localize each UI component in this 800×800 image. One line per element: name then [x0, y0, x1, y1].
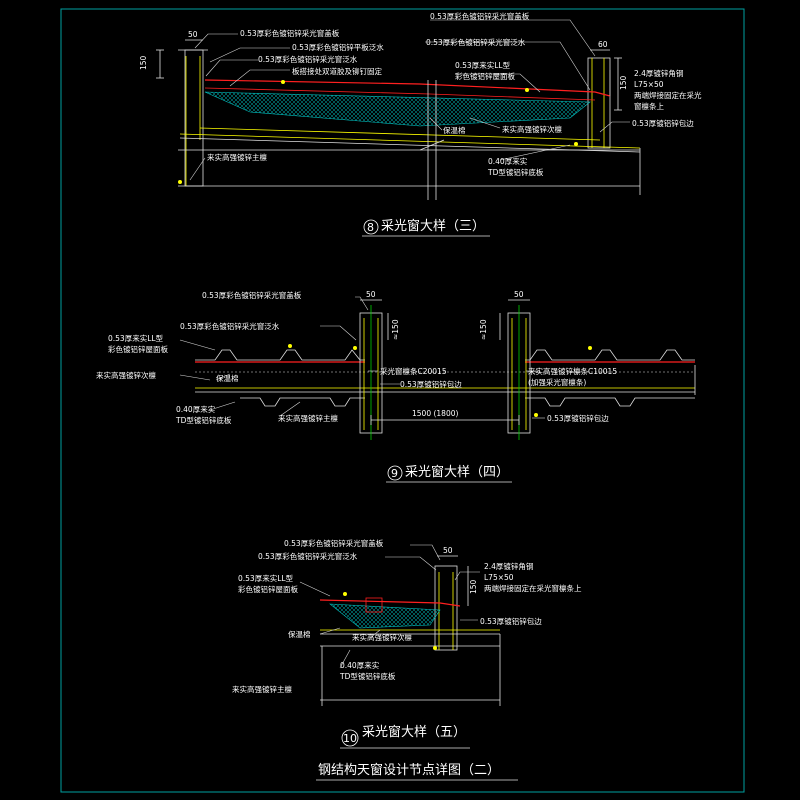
d9-roof-panel-right [525, 349, 695, 361]
d9-label-flash: 0.53厚彩色镀铝锌采光窗泛水 [180, 321, 280, 331]
d8-label-edge-trim: 0.53厚镀铝锌包边 [632, 118, 694, 128]
d9-label-cover: 0.53厚彩色镀铝锌采光窗盖板 [202, 290, 302, 300]
d8-label-panel-name: 彩色镀铝锌屋面板 [455, 71, 515, 81]
d8-roof-cover-line [204, 79, 611, 97]
d10-label-angle-steel: 2.4厚镀锌角钢 [484, 561, 533, 571]
d8-label-rivet-note: 板搭接处双道胶及铆钉固定 [292, 66, 382, 76]
d8-label-purlin: 来实高强镀锌次檩 [502, 124, 562, 134]
d8-title: 采光窗大样（三） [381, 218, 485, 234]
d9-label-right-purlin2: (加强采光窗檩条) [528, 377, 586, 387]
d8-label-cover-right: 0.53厚彩色镀铝锌采光窗盖板 [430, 11, 530, 21]
d10-label-angle-note: 两端焊接固定在采光窗檩条上 [484, 583, 582, 593]
d10-dim-150: 150 [469, 579, 478, 594]
d8-number-circle [363, 219, 379, 235]
d10-label-base-panel2: TD型镀铝锌底板 [339, 671, 396, 681]
d8-label-angle-note1: 两端焊接固定在采光 [634, 90, 702, 100]
d8-dim-150-left: 150 [139, 55, 148, 70]
d10-label-cover: 0.53厚彩色镀铝锌采光窗盖板 [284, 538, 384, 548]
d9-label-main-purlin: 来实高强镀锌主檩 [278, 413, 338, 423]
d9-dim-50-right: 50 [514, 290, 524, 299]
d10-label-purlin: 来实高强镀锌次檩 [352, 632, 412, 642]
d9-label-insulation: 保温棉 [216, 373, 239, 383]
d8-label-cover-left: 0.53厚彩色镀铝锌采光窗盖板 [240, 28, 340, 38]
d8-label-angle-note2: 窗檩条上 [634, 101, 664, 111]
d10-label-insulation: 保温棉 [288, 629, 311, 639]
detail-8: 150 50 60 150 [139, 11, 702, 237]
d8-label-window-flash-left: 0.53厚彩色镀铝锌采光窗泛水 [258, 54, 358, 64]
d10-label-base-panel1: 0.40厚来实 [340, 660, 380, 670]
d8-dim-60: 60 [598, 40, 608, 49]
d9-base-right [525, 397, 695, 407]
d8-right-frame [587, 57, 611, 149]
d9-dim-50-left: 50 [366, 290, 376, 299]
d10-label-angle-size: L75×50 [484, 573, 514, 582]
d10-label-panel-type: 0.53厚来实LL型 [238, 573, 294, 583]
d8-label-insulation: 保温棉 [443, 125, 466, 135]
d9-label-edge-trim: 0.53厚镀铝锌包边 [400, 379, 462, 389]
d8-label-base-panel2: TD型镀铝锌底板 [487, 167, 544, 177]
d10-dim-50: 50 [443, 546, 453, 555]
d9-number: 9 [391, 467, 398, 480]
d8-insulation [204, 91, 591, 127]
d9-label-right-purlin1: 来实高强镀锌檩条C10015 [528, 366, 617, 376]
sheet-title: 钢结构天窗设计节点详图（二） [318, 762, 500, 778]
d9-roof-panel-left [195, 349, 365, 361]
detail-9: 50 ≈150 50 ≈150 1500 (1800) [96, 290, 696, 483]
d10-label-flash: 0.53厚彩色镀铝锌采光窗泛水 [258, 551, 358, 561]
d9-title: 采光窗大样（四） [405, 464, 509, 480]
d9-dim-150-right: ≈150 [479, 319, 488, 340]
d9-base-left [240, 397, 365, 407]
d9-dim-150-left: ≈150 [391, 319, 400, 340]
d10-title: 采光窗大样（五） [362, 724, 466, 740]
d10-label-edge-trim: 0.53厚镀铝锌包边 [480, 616, 542, 626]
d8-label-main-purlin: 来实高强镀锌主檩 [207, 152, 267, 162]
d8-number: 8 [367, 221, 374, 234]
d9-dim-span: 1500 (1800) [412, 409, 458, 418]
d9-label-right-edge-trim: 0.53厚镀铝锌包边 [547, 413, 609, 423]
d8-label-angle-steel: 2.4厚镀锌角钢 [634, 68, 683, 78]
d9-label-panel-type: 0.53厚来实LL型 [108, 333, 164, 343]
d8-label-base-panel1: 0.40厚来实 [488, 156, 528, 166]
d9-label-base-panel2: TD型镀铝锌底板 [175, 415, 232, 425]
d10-label-main-purlin: 来实高强镀锌主檩 [232, 684, 292, 694]
d10-upstand [434, 565, 458, 651]
d8-label-angle-size: L75×50 [634, 80, 664, 89]
d10-label-panel-name: 彩色镀铝锌屋面板 [238, 584, 298, 594]
d8-label-panel-type: 0.53厚来实LL型 [455, 60, 511, 70]
d8-label-window-flash-right: 0.53厚彩色镀铝锌采光窗泛水 [426, 37, 526, 47]
d9-label-purlin: 来实高强镀锌次檩 [96, 370, 156, 380]
d10-number-circle [341, 729, 359, 747]
d8-dim-150-right: 150 [619, 75, 628, 90]
d10-number: 10 [343, 732, 357, 745]
d9-label-base-panel1: 0.40厚来实 [176, 404, 216, 414]
d10-insulation [329, 603, 441, 629]
d9-label-panel-name: 彩色镀铝锌屋面板 [108, 344, 168, 354]
d10-roof-line [319, 599, 461, 607]
detail-10: 50 150 0.53厚彩色镀铝锌采光窗盖板 0.53厚彩色镀铝锌采光窗泛水 2… [232, 538, 582, 749]
d8-label-flat-flash: 0.53厚彩色镀铝锌平板泛水 [292, 42, 384, 52]
d9-number-circle [387, 465, 403, 481]
d8-dim-50: 50 [188, 30, 198, 39]
d9-label-window-purlin: 采光窗檩条C20015 [380, 366, 447, 376]
sheet-frame [60, 8, 745, 793]
